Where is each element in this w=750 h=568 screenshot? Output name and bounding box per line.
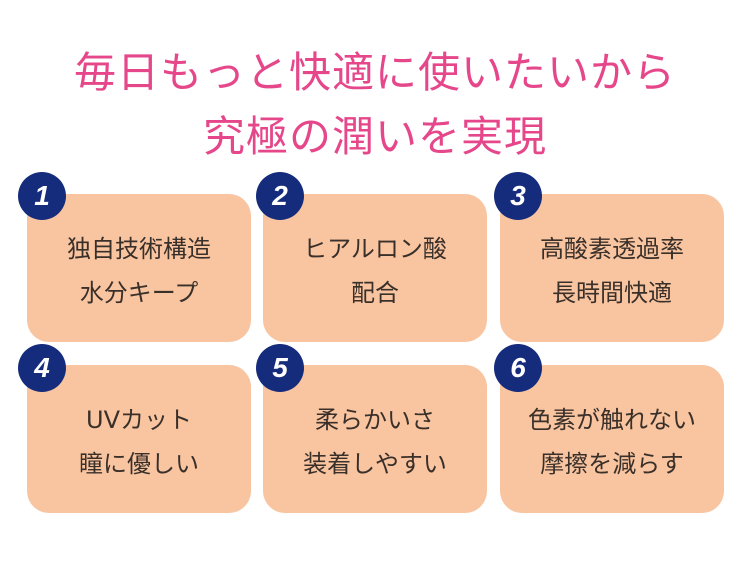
- number-badge-3: 3: [494, 172, 542, 220]
- feature-text-3: 高酸素透過率: [540, 235, 684, 263]
- number-badge-1: 1: [18, 172, 66, 220]
- number-badge-6: 6: [494, 344, 542, 392]
- feature-subtext-5: 装着しやすい: [303, 450, 447, 478]
- feature-subtext-1: 水分キープ: [79, 279, 199, 307]
- headline-line-2: 究極の潤いを実現: [202, 112, 547, 161]
- feature-card-5: 柔らかいさ 装着しやすい: [263, 365, 487, 513]
- feature-subtext-6: 摩擦を減らす: [540, 450, 684, 478]
- feature-card-6: 色素が触れない 摩擦を減らす: [500, 365, 724, 513]
- feature-text-1: 独自技術構造: [67, 235, 211, 263]
- feature-text-4: UVカット: [86, 406, 192, 434]
- feature-text-2: ヒアルロン酸: [303, 235, 447, 263]
- feature-card-3: 高酸素透過率 長時間快適: [500, 194, 724, 342]
- feature-text-5: 柔らかいさ: [315, 406, 435, 434]
- feature-card-4: UVカット 瞳に優しい: [27, 365, 251, 513]
- feature-card-1: 独自技術構造 水分キープ: [27, 194, 251, 342]
- number-badge-5: 5: [256, 344, 304, 392]
- feature-card-2: ヒアルロン酸 配合: [263, 194, 487, 342]
- number-badge-2: 2: [256, 172, 304, 220]
- feature-subtext-3: 長時間快適: [552, 279, 672, 307]
- number-badge-4: 4: [18, 344, 66, 392]
- feature-subtext-4: 瞳に優しい: [79, 450, 199, 478]
- headline-line-1: 毎日もっと快適に使いたいから: [73, 48, 676, 97]
- feature-subtext-2: 配合: [351, 279, 399, 307]
- feature-text-6: 色素が触れない: [528, 406, 696, 434]
